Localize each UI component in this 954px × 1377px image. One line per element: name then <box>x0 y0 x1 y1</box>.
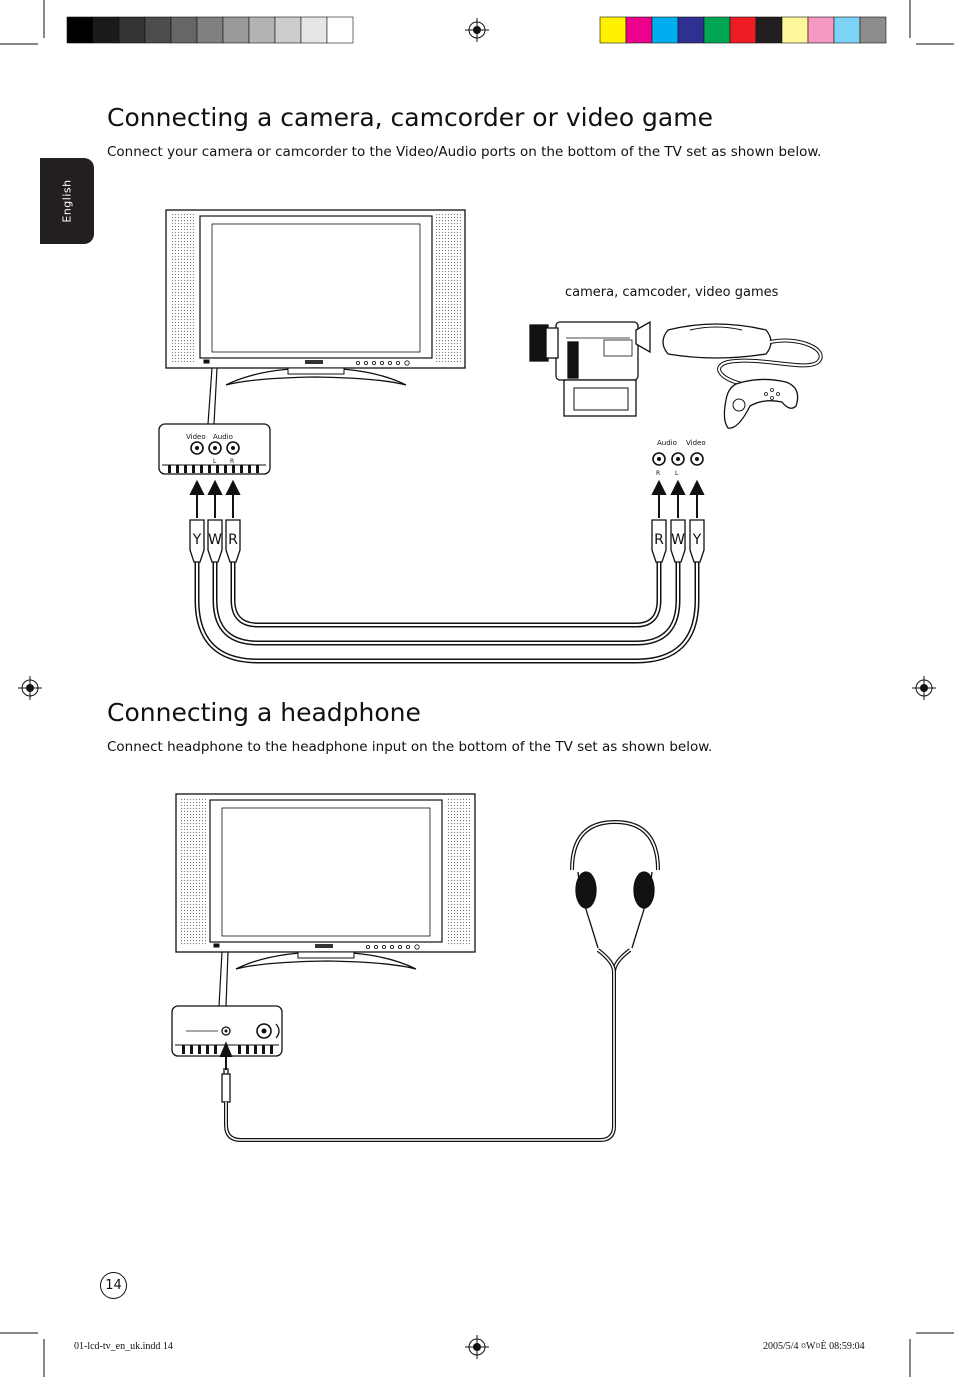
gray-color-bar <box>66 16 354 44</box>
color-swatch <box>599 16 627 44</box>
date-slug: 2005/5/4 ¤W¤È 08:59:04 <box>763 1341 865 1352</box>
process-color-bar <box>599 16 887 44</box>
color-swatch <box>651 16 679 44</box>
page-number: 14 <box>100 1272 127 1299</box>
gray-swatch <box>222 16 250 44</box>
tv-right-port-label: R <box>230 458 234 465</box>
language-tab: English <box>40 158 94 244</box>
color-swatch <box>729 16 757 44</box>
gray-swatch <box>274 16 302 44</box>
gray-swatch <box>92 16 120 44</box>
tv-video-port-label: Video <box>186 433 206 441</box>
plug-label-w-device: W <box>671 532 685 548</box>
connection-arrows <box>189 479 705 518</box>
plug-label-y-tv: Y <box>192 532 202 548</box>
registration-target-left <box>18 676 42 700</box>
headphone-arrow <box>219 1041 233 1070</box>
tv-left-port-label: L <box>213 458 217 465</box>
color-swatch <box>859 16 887 44</box>
tv-audio-port-label: Audio <box>213 433 233 441</box>
camera-connection-diagram: Video Audio L R camera, camcoder, video … <box>158 209 823 664</box>
plug-label-r-tv: R <box>228 532 238 548</box>
gray-swatch <box>196 16 224 44</box>
color-swatch <box>755 16 783 44</box>
color-swatch <box>833 16 861 44</box>
file-slug: 01-lcd-tv_en_uk.indd 14 <box>74 1341 173 1352</box>
device-right-port-label: R <box>656 470 660 477</box>
device-left-port-label: L <box>675 470 679 477</box>
color-swatch <box>807 16 835 44</box>
color-swatch <box>703 16 731 44</box>
section1-description: Connect your camera or camcorder to the … <box>107 144 822 160</box>
gray-swatch <box>326 16 354 44</box>
device-caption: camera, camcoder, video games <box>565 285 779 300</box>
gray-swatch <box>300 16 328 44</box>
rca-cable-set <box>194 562 700 664</box>
plug-labels: Y W R R W Y <box>192 532 702 548</box>
device-audio-port-label: Audio <box>657 439 677 447</box>
registration-target-bottom <box>465 1335 489 1359</box>
plug-label-y-device: Y <box>692 532 702 548</box>
section2-title: Connecting a headphone <box>107 698 421 727</box>
tv-set-illustration <box>165 209 466 386</box>
color-swatch <box>625 16 653 44</box>
gray-swatch <box>66 16 94 44</box>
tv-set-illustration-2 <box>175 793 476 970</box>
device-av-ports: Audio Video R L <box>652 439 706 477</box>
gray-swatch <box>248 16 276 44</box>
headphone-connection-diagram <box>171 793 660 1142</box>
headphone-plug <box>221 1068 231 1103</box>
section1-title: Connecting a camera, camcorder or video … <box>107 103 713 132</box>
tv-av-port-panel: Video Audio L R <box>158 423 271 475</box>
plug-label-r-device: R <box>654 532 664 548</box>
headphones-illustration <box>570 819 660 949</box>
registration-target-top <box>465 18 489 42</box>
gray-swatch <box>170 16 198 44</box>
camcorder-illustration <box>529 320 651 417</box>
device-video-port-label: Video <box>686 439 706 447</box>
gray-swatch <box>118 16 146 44</box>
game-console-illustration <box>662 323 823 429</box>
tv-headphone-port-panel <box>171 1005 283 1057</box>
plug-label-w-tv: W <box>208 532 222 548</box>
color-swatch <box>781 16 809 44</box>
rca-plugs <box>189 519 705 563</box>
section2-description: Connect headphone to the headphone input… <box>107 739 713 755</box>
registration-target-right <box>912 676 936 700</box>
headphone-cable <box>224 948 632 1142</box>
